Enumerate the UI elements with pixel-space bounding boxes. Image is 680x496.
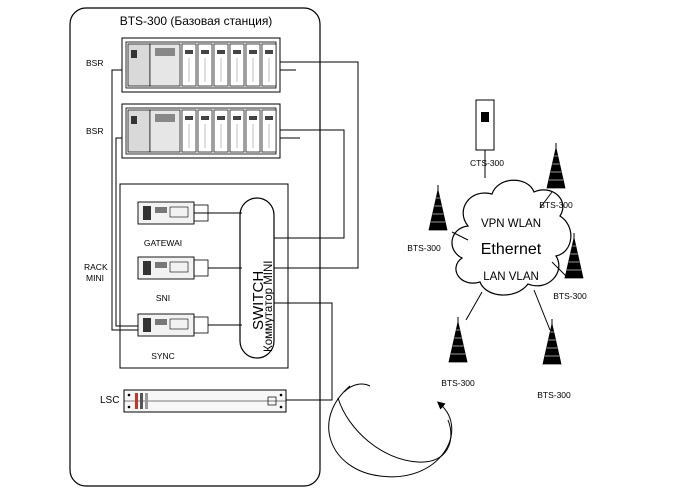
bts-tower-3: BTS-300 xyxy=(551,233,587,301)
bts-tower-label: BTS-300 xyxy=(441,378,475,388)
bts-tower-1: BTS-300 xyxy=(407,185,469,253)
rack-label-line2: MINI xyxy=(86,273,104,283)
link-bsr1-trunk xyxy=(274,61,359,269)
switch-mini xyxy=(239,197,275,359)
rack-mini-frame xyxy=(119,183,289,369)
switch-label-line2: Коммутатор MINI xyxy=(263,261,275,352)
cloud-line3: LAN VLAN xyxy=(483,271,539,283)
lsc-unit xyxy=(123,389,287,413)
lsc-label: LSC xyxy=(100,395,119,406)
bts-tower-label: BTS-300 xyxy=(537,390,571,400)
network-cloud xyxy=(451,179,572,296)
module-label-sync: SYNC xyxy=(151,351,175,361)
base-station-enclosure xyxy=(69,7,321,487)
tower-link xyxy=(533,289,551,331)
link-bsr2-trunk xyxy=(274,129,345,239)
bts-tower-5: BTS-300 xyxy=(533,289,571,400)
base-station-title: BTS-300 (Базовая станция) xyxy=(120,14,273,28)
tower-link xyxy=(451,231,469,241)
tower-link xyxy=(465,291,483,321)
cts-300-device xyxy=(475,99,495,178)
bts-tower-label: BTS-300 xyxy=(407,243,441,253)
bts-tower-label: BTS-300 xyxy=(539,200,573,210)
module-gatewai xyxy=(137,201,212,225)
cloud-line2: Ethernet xyxy=(481,241,542,258)
radio-arc-outer xyxy=(328,385,453,478)
bts-tower-4: BTS-300 xyxy=(441,291,483,388)
bus-bsr1-sync xyxy=(111,69,138,331)
bus-bsr2-sync xyxy=(115,137,138,327)
bsr-unit-2 xyxy=(121,103,281,159)
tower-link xyxy=(539,191,553,209)
module-sni xyxy=(137,256,209,280)
bts-tower-2: BTS-300 xyxy=(539,143,573,210)
bsr-label-1: BSR xyxy=(86,58,103,68)
link-switch-lsc xyxy=(274,302,333,401)
module-sync xyxy=(137,313,209,337)
bsr-unit-1 xyxy=(121,37,281,93)
module-label-gatewai: GATEWAI xyxy=(144,238,182,248)
cts-300-label: CTS-300 xyxy=(470,158,504,168)
tower-link xyxy=(551,261,567,277)
module-label-sni: SNI xyxy=(156,293,170,303)
radio-arc-inner xyxy=(337,397,452,463)
cloud-line1: VPN WLAN xyxy=(481,218,541,230)
switch-label-line1: SWITCH xyxy=(250,271,267,330)
rack-label-line1: RACK xyxy=(84,262,108,272)
bts-tower-label: BTS-300 xyxy=(553,291,587,301)
bsr-label-2: BSR xyxy=(86,126,103,136)
